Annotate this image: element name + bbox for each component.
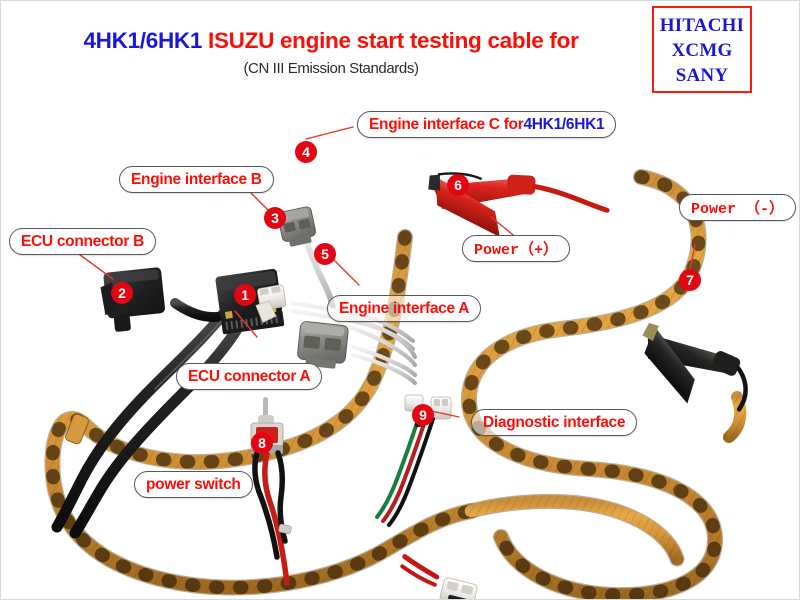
- badge-4: 4: [295, 141, 317, 163]
- callout-engine-interface-c: Engine interface C for 4HK1/6HK1: [357, 111, 617, 138]
- power-switch-assembly: [250, 397, 292, 586]
- callout-power-positive: Power（+）: [462, 235, 571, 262]
- callout-engine-interface-c-model: 4HK1/6HK1: [523, 115, 605, 133]
- leader-engine-a: [330, 256, 360, 286]
- callout-engine-interface-c-text: Engine interface C for: [369, 115, 524, 133]
- leader-diagnostic: [430, 410, 460, 418]
- callout-engine-interface-a: Engine interface A: [327, 295, 482, 322]
- badge-2: 2: [111, 282, 133, 304]
- callout-power-negative: Power （-）: [679, 194, 797, 221]
- connector-ecu-b: [100, 267, 165, 332]
- callout-ecu-connector-a-text: ECU connector A: [188, 367, 311, 385]
- badge-6: 6: [447, 174, 469, 196]
- callout-ecu-connector-b-text: ECU connector B: [21, 232, 144, 250]
- brand-sany: SANY: [675, 64, 729, 86]
- callout-power-positive-text: Power（+）: [474, 242, 559, 259]
- clip-power-negative: [642, 323, 748, 412]
- title-model: 4HK1/6HK1: [83, 28, 203, 53]
- connector-engine-b: [255, 284, 287, 323]
- bottom-white-plug: [400, 554, 478, 599]
- leader-ecu-a: [234, 310, 258, 338]
- callout-power-switch-text: power switch: [146, 475, 241, 493]
- callout-power-negative-text: Power （-）: [691, 201, 785, 218]
- cable-photo: [1, 97, 799, 599]
- callout-engine-interface-b: Engine interface B: [119, 166, 274, 193]
- callout-diagnostic-interface: Diagnostic interface: [471, 409, 638, 436]
- badge-3: 3: [264, 207, 286, 229]
- page-subtitle: (CN III Emission Standards): [243, 60, 419, 77]
- callout-diagnostic-interface-text: Diagnostic interface: [483, 413, 626, 431]
- brand-hitachi: HITACHI: [659, 14, 745, 36]
- callout-power-switch: power switch: [134, 471, 253, 498]
- badge-1: 1: [234, 284, 256, 306]
- brand-xcmg: XCMG: [671, 39, 733, 61]
- leader-engine-c: [305, 126, 354, 140]
- page-title: 4HK1/6HK1 ISUZU engine start testing cab…: [31, 28, 631, 54]
- badge-8: 8: [251, 432, 273, 454]
- callout-ecu-connector-b: ECU connector B: [9, 228, 156, 255]
- title-rest: ISUZU engine start testing cable for: [208, 28, 579, 53]
- header: 4HK1/6HK1 ISUZU engine start testing cab…: [1, 1, 799, 101]
- brand-box: HITACHI XCMG SANY: [652, 6, 752, 93]
- badge-9: 9: [412, 404, 434, 426]
- callout-engine-interface-a-text: Engine interface A: [339, 299, 470, 317]
- badge-7: 7: [679, 269, 701, 291]
- callout-engine-interface-b-text: Engine interface B: [131, 170, 262, 188]
- callout-ecu-connector-a: ECU connector A: [176, 363, 323, 390]
- badge-5: 5: [314, 243, 336, 265]
